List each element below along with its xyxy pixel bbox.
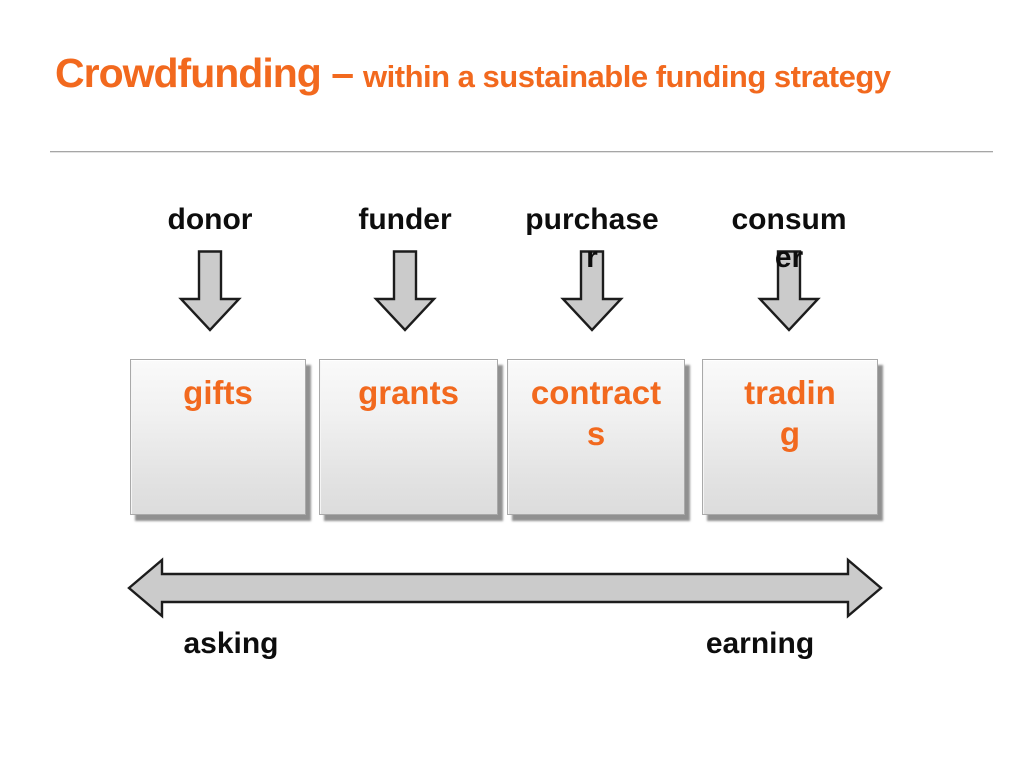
funding-box-trading: tradin g xyxy=(702,359,878,515)
down-arrow-icon xyxy=(560,250,624,332)
box-label-trading: tradin g xyxy=(744,374,836,452)
spectrum-label-asking: asking xyxy=(183,627,279,660)
down-arrow-icon xyxy=(178,250,242,332)
actor-label-donor: donor xyxy=(167,203,253,236)
box-label-grants: grants xyxy=(358,374,459,411)
actor-label-consumer: consum er xyxy=(731,203,847,274)
funding-box-contracts: contract s xyxy=(507,359,685,515)
box-label-gifts: gifts xyxy=(183,374,253,411)
down-arrow-icon xyxy=(757,250,821,332)
title-sub: within a sustainable funding strategy xyxy=(363,59,891,94)
box-label-contracts: contract s xyxy=(530,374,662,452)
down-arrow-icon xyxy=(373,250,437,332)
spectrum-label-earning: earning xyxy=(705,627,815,660)
title-main: Crowdfunding – xyxy=(55,50,354,96)
funding-box-gifts: gifts xyxy=(130,359,306,515)
slide-title: Crowdfunding – within a sustainable fundi… xyxy=(55,50,891,97)
title-divider xyxy=(50,151,993,153)
actor-label-purchaser: purchase r xyxy=(525,203,659,274)
funding-box-grants: grants xyxy=(319,359,498,515)
actor-label-funder: funder xyxy=(358,203,452,236)
double-headed-arrow-icon xyxy=(127,557,883,619)
